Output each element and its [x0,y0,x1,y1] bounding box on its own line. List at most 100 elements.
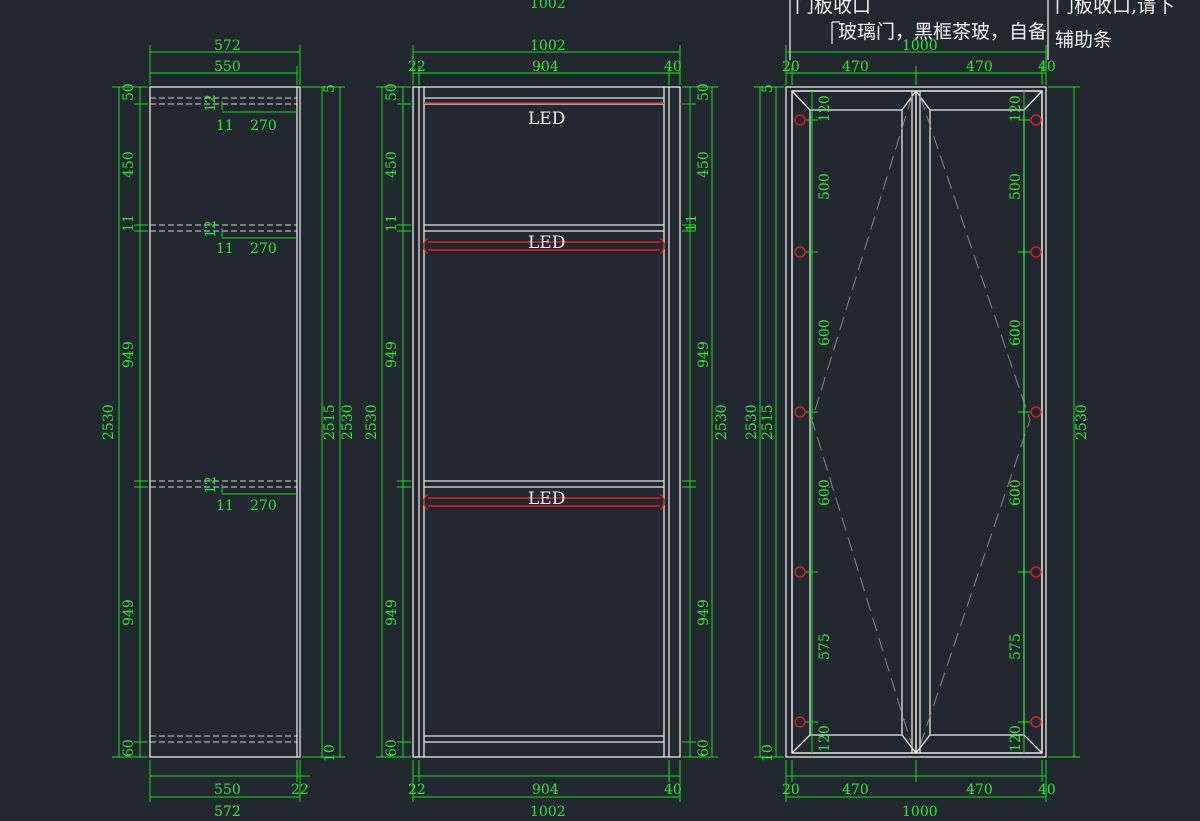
door-dim-2530-left: 2530 [744,404,760,440]
door-dim-1000-bottom: 1000 [902,804,938,820]
side-shelf-11-c: 11 [216,498,234,514]
door-leaf-right [915,90,1043,754]
side-dim-lines [112,45,345,802]
front-dim-lines [376,45,718,802]
front-dim-904-bottom: 904 [532,782,559,798]
front-dim-949b-left: 949 [384,599,400,626]
note-door-panel-right: 门板收口,请下 [1055,0,1175,17]
door-dim-5: 5 [760,84,776,93]
side-dim-949b: 949 [121,599,137,626]
door-dim-500-left: 500 [817,173,833,200]
side-dim-450: 450 [121,151,137,178]
front-dim-949b-right: 949 [696,599,712,626]
side-shelf-270-c: 270 [250,498,277,514]
door-view[interactable]: 1000 20 470 470 40 2530 2515 5 10 120 50… [744,38,1090,820]
door-dim-470-top-right: 470 [966,59,993,75]
side-dim-10: 10 [322,744,338,762]
side-dim-550-top: 550 [214,59,241,75]
side-dim-949a: 949 [121,341,137,368]
door-dim-20-bottom: 20 [782,782,800,798]
door-dim-120-top-left: 120 [817,95,833,122]
side-dim-60: 60 [121,739,137,757]
front-shelves [424,97,664,743]
front-outline [412,86,681,758]
note-door-panel-left: 门板收口 [795,0,871,17]
front-dim-11-right: 11 [684,214,700,232]
note-aux-strip: 辅助条 [1055,29,1112,51]
side-dim-572-top: 572 [214,38,241,54]
front-dim-2530-left: 2530 [364,404,380,440]
front-led-label-2: LED [528,233,565,253]
door-dim-600b-left: 600 [817,479,833,506]
door-dim-120-bottom-left: 120 [817,725,833,752]
door-dim-575-right: 575 [1008,633,1024,660]
front-led-label-3: LED [528,489,565,509]
side-shelf-11-a: 11 [216,118,234,134]
door-dim-1000-top: 1000 [902,38,938,54]
front-dim-949a-left: 949 [384,341,400,368]
side-dim-572-bottom: 572 [214,804,241,820]
front-dim-1002-bottom: 1002 [530,804,566,820]
door-dim-120-top-right: 120 [1008,95,1024,122]
door-opening-indicator [811,95,1031,747]
door-dim-40-top: 40 [1038,59,1056,75]
door-dim-600a-left: 600 [817,319,833,346]
front-dim-450-right: 450 [696,151,712,178]
side-dim-550-bottom: 550 [214,782,241,798]
front-dim-40-bottom: 40 [664,782,682,798]
door-outline [785,86,1047,758]
side-dim-2530-right: 2530 [340,404,356,440]
door-dim-470-bottom-left: 470 [842,782,869,798]
side-dim-11a: 11 [121,214,137,232]
door-dim-20-top: 20 [782,59,800,75]
side-shelf-11-b: 11 [216,241,234,257]
front-dim-1002-top: 1002 [530,38,566,54]
side-dim-50: 50 [121,83,137,101]
side-shelves [150,97,297,743]
door-dim-600b-right: 600 [1008,479,1024,506]
door-dim-lines [754,45,1080,802]
door-hinges [794,114,1042,728]
side-shelf-12-c: 12 [203,476,219,494]
front-dim-904-top: 904 [532,59,559,75]
note-glass-door: 玻璃门，黑框茶玻，自备 [838,21,1047,43]
side-dim-2530-left: 2530 [101,404,117,440]
door-dim-470-bottom-right: 470 [966,782,993,798]
door-dim-575-left: 575 [817,633,833,660]
front-dim-50-right: 50 [696,83,712,101]
door-frame-bevels [791,90,1043,754]
door-dim-600a-right: 600 [1008,319,1024,346]
top-dim-1002: 1002 [530,0,566,12]
front-led-strips [423,102,665,510]
door-dim-2530-right: 2530 [1074,404,1090,440]
door-dim-120-bottom-right: 120 [1008,725,1024,752]
side-dim-2515: 2515 [322,404,338,440]
door-dim-500-right: 500 [1008,173,1024,200]
door-dim-2515: 2515 [760,404,776,440]
side-dim-5: 5 [322,84,338,93]
annotation-notes: 1002 门板收口 玻璃门，黑框茶玻，自备 门板收口,请下 辅助条 [530,0,1175,60]
front-view[interactable]: LED LED LED 1002 22 904 40 50 450 11 949… [364,38,730,820]
front-dim-11-left: 11 [384,214,400,232]
side-dim-22-bottom: 22 [291,782,309,798]
door-leaf-left-glass [809,109,903,736]
front-dim-450-left: 450 [384,151,400,178]
front-dim-40-top: 40 [664,59,682,75]
side-view[interactable]: 572 550 50 450 11 949 949 60 2530 2515 2… [101,38,356,820]
front-dim-2530-right: 2530 [714,404,730,440]
side-shelf-270-b: 270 [250,241,277,257]
note-leader-left [789,0,840,60]
front-dim-22-top: 22 [408,59,426,75]
front-dim-22-bottom: 22 [408,782,426,798]
door-dim-470-top-left: 470 [842,59,869,75]
side-shelf-12-b: 12 [203,220,219,238]
side-shelf-270-a: 270 [250,118,277,134]
front-dim-60-left: 60 [384,739,400,757]
front-dim-949a-right: 949 [696,341,712,368]
side-outline [149,86,301,758]
side-shelf-12-a: 12 [203,94,219,112]
front-dim-50-left: 50 [384,83,400,101]
door-dim-40-bottom: 40 [1038,782,1056,798]
front-led-label-1: LED [528,109,565,129]
